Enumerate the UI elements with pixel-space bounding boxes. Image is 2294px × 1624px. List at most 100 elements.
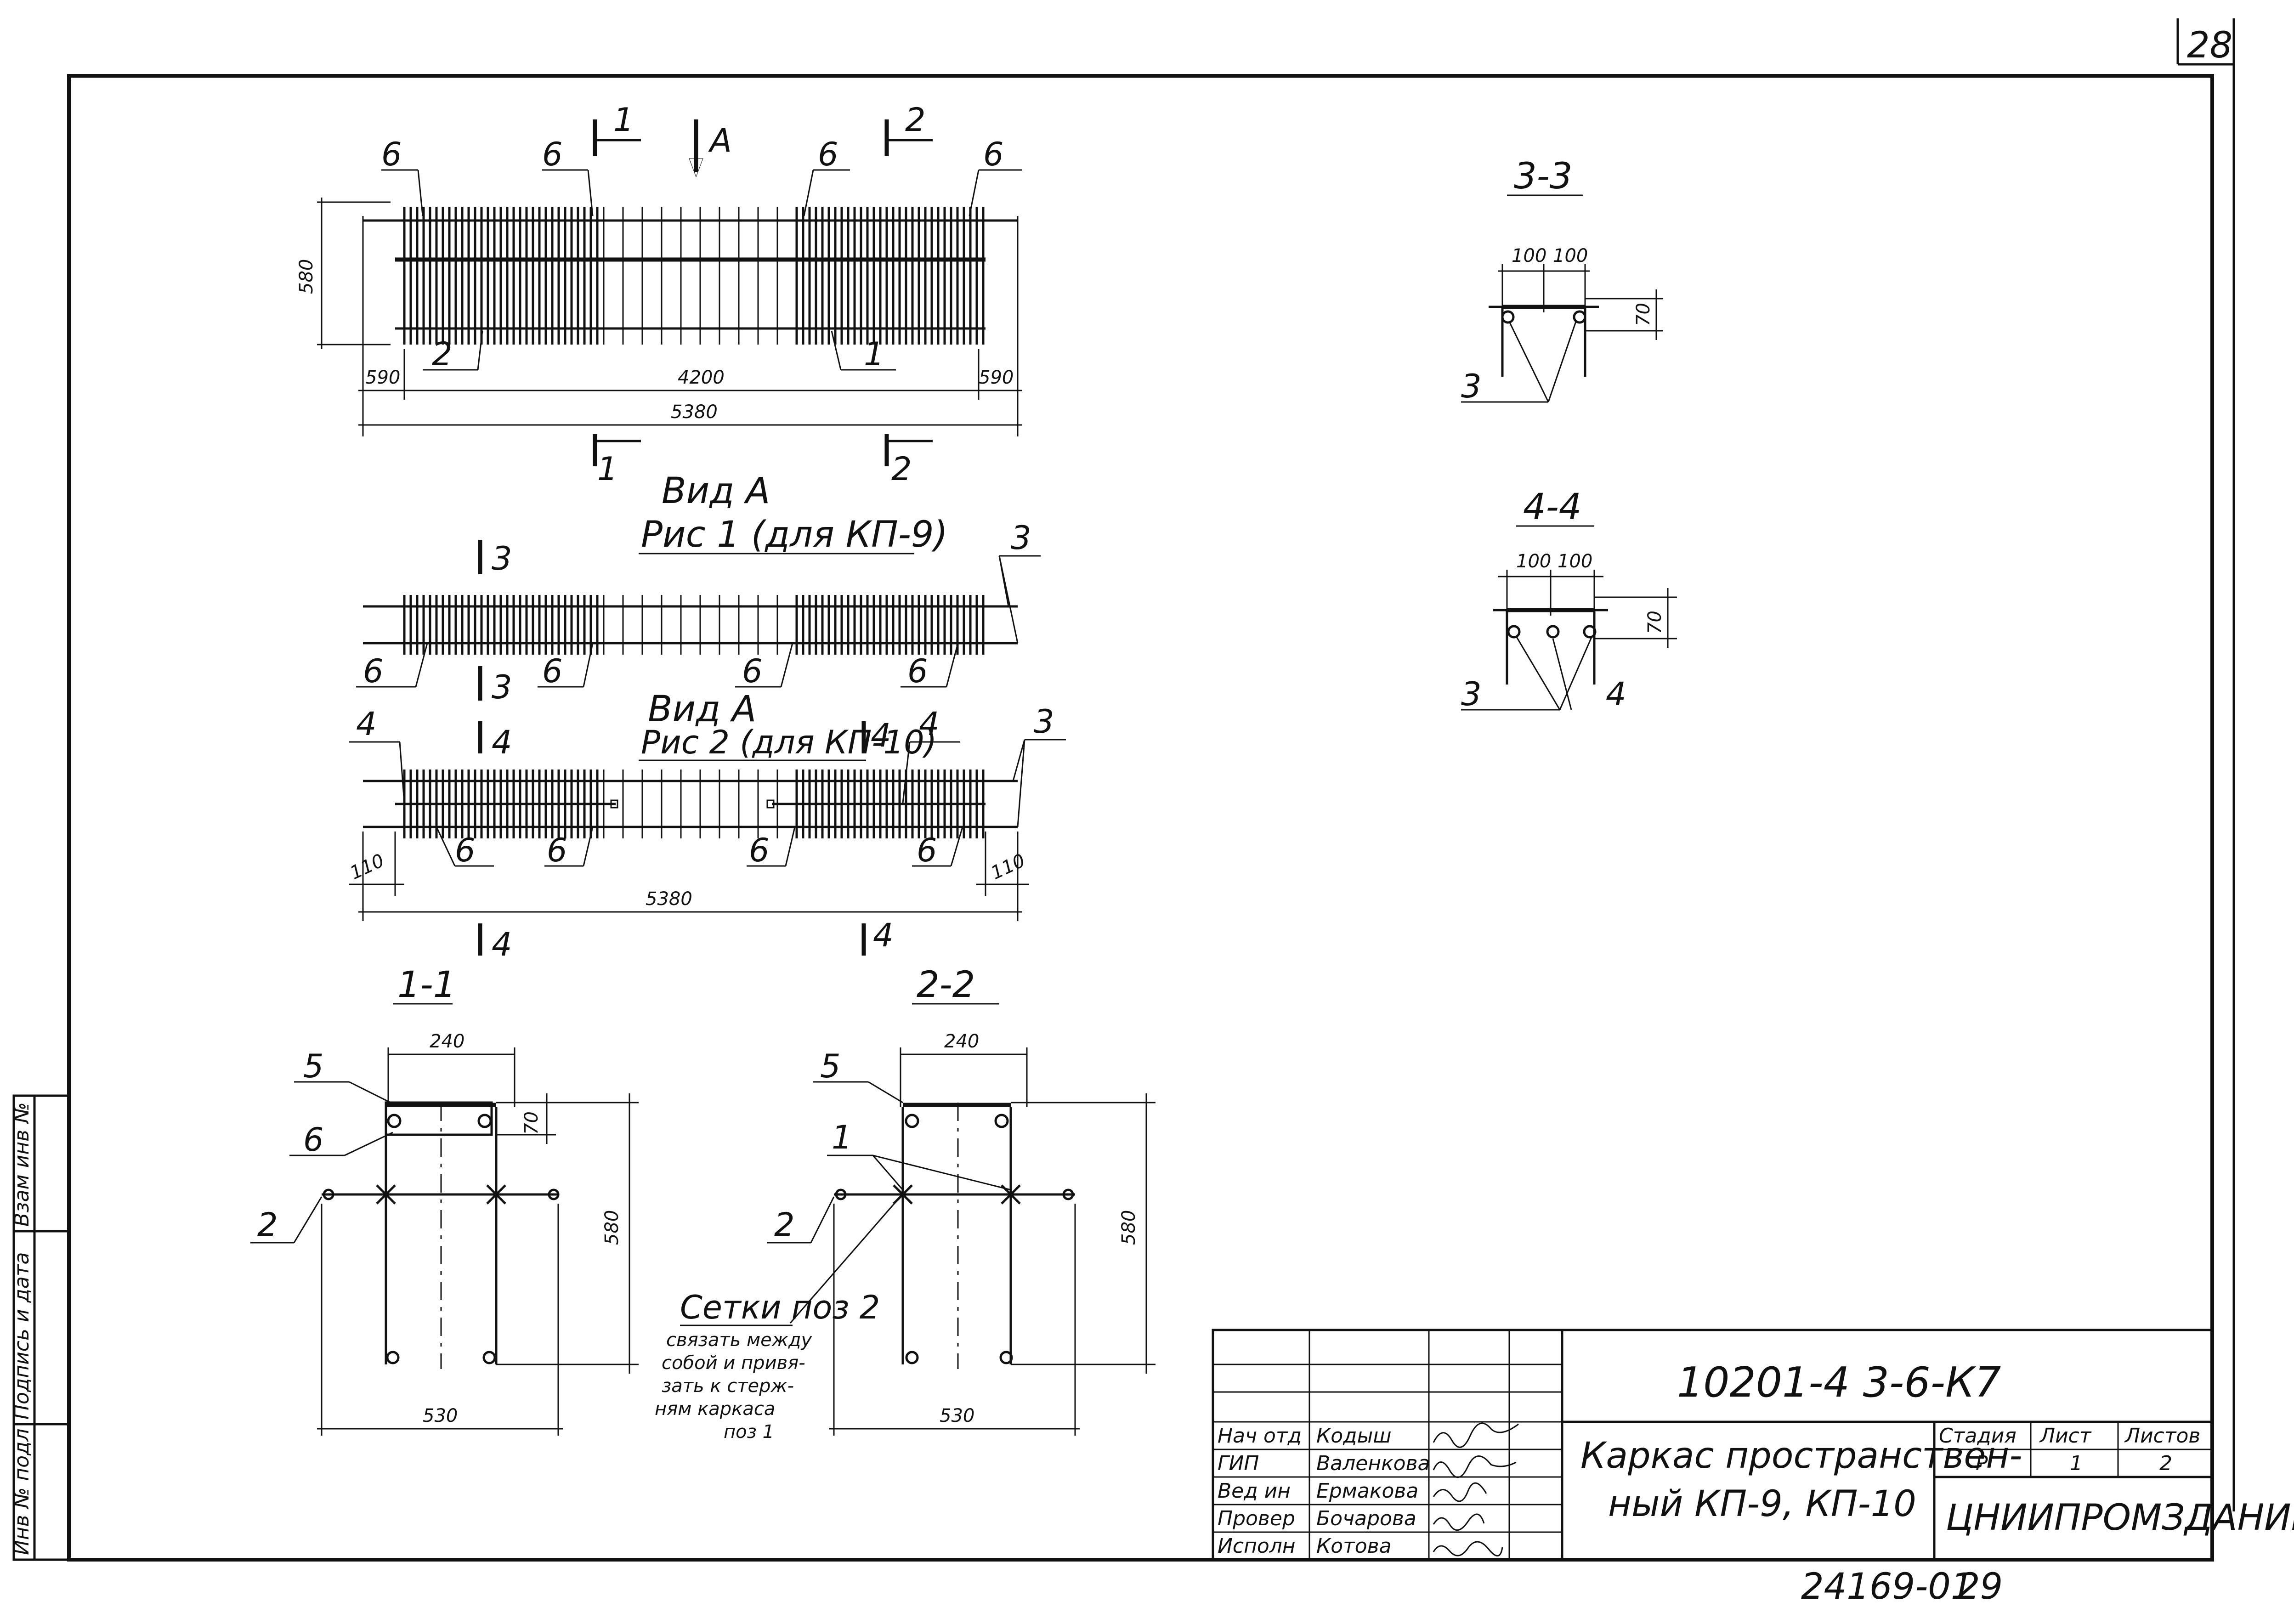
plan-dim-height: 580 bbox=[296, 259, 317, 294]
tb-code: 10201-4 3-6-К7 bbox=[1677, 1358, 2001, 1407]
sec44-dim-h: 70 bbox=[1644, 611, 1665, 634]
corner-page-number: 28 bbox=[2187, 25, 2232, 66]
tb-sheet-label: Лист bbox=[2039, 1424, 2092, 1448]
tb-title-line-1: Каркас пространствен- bbox=[1580, 1435, 2022, 1477]
view2-cut-4-bottom-left: 4 bbox=[492, 926, 512, 963]
plan-dim-mid: 4200 bbox=[678, 367, 725, 388]
sec11-dim-top: 240 bbox=[430, 1031, 464, 1052]
sec33-title: 3-3 bbox=[1514, 156, 1572, 197]
view1-pos-3: 3 bbox=[1011, 519, 1031, 557]
view-arrow-a-label: A bbox=[708, 122, 732, 159]
side-strip: Инв № подл Подпись и дата Взам инв № bbox=[10, 1094, 70, 1561]
sec22-title: 2-2 bbox=[917, 964, 975, 1006]
signature-5 bbox=[1433, 1541, 1503, 1556]
tb-stage-label: Стадия bbox=[1939, 1424, 2016, 1448]
signature-1 bbox=[1433, 1422, 1519, 1448]
section-4-4: 4-4 100 100 70 3 4 bbox=[1461, 487, 1677, 713]
sec33-pos-3: 3 bbox=[1461, 368, 1482, 405]
sec22-dim-top: 240 bbox=[944, 1031, 979, 1052]
view2-dim-right: 110 bbox=[988, 850, 1029, 884]
tb-sheets-label: Листов bbox=[2124, 1424, 2200, 1448]
note-line-1: Сетки поз 2 bbox=[680, 1289, 880, 1326]
sec33-dim-h: 70 bbox=[1633, 303, 1654, 326]
view1-cut-3-bottom: 3 bbox=[492, 668, 512, 706]
sec44-dim-a: 100 bbox=[1516, 551, 1551, 572]
sec44-pos-4: 4 bbox=[1606, 675, 1626, 713]
plan-pos-6d: 6 bbox=[983, 136, 1004, 173]
view2-title: Вид А bbox=[648, 689, 756, 730]
view1-pos-6b: 6 bbox=[542, 652, 563, 690]
sec22-pos-5: 5 bbox=[820, 1047, 841, 1085]
tb-stage-value: Р bbox=[1976, 1452, 1988, 1475]
note-block: Сетки поз 2 связать между собой и привя-… bbox=[655, 1289, 880, 1443]
section-3-3: 3-3 100 100 70 3 bbox=[1461, 156, 1663, 405]
view2-pos-6c: 6 bbox=[749, 832, 770, 869]
sec33-dim-a: 100 bbox=[1512, 245, 1546, 266]
drawing-frame bbox=[67, 74, 2214, 1562]
signature-4 bbox=[1433, 1513, 1485, 1531]
tb-role-3: Вед ин bbox=[1218, 1479, 1291, 1503]
sec44-dim-b: 100 bbox=[1558, 551, 1592, 572]
plan-view: 1 2 1 2 A 6 6 6 6 2 1 580 5 bbox=[296, 101, 1022, 488]
view1-title: Вид А bbox=[662, 470, 770, 512]
sec11-pos-6: 6 bbox=[303, 1121, 324, 1159]
title-block: Нач отд ГИП Вед ин Провер Исполн Кодыш В… bbox=[1212, 1329, 2294, 1561]
note-line-4: зать к стерж- bbox=[662, 1375, 794, 1397]
note-line-5: ням каркаса bbox=[655, 1398, 775, 1420]
bottom-stamp: 24169-01 bbox=[1801, 1566, 1974, 1607]
plan-pos-6a: 6 bbox=[381, 136, 402, 173]
sec11-dim-bottom: 530 bbox=[423, 1405, 458, 1426]
plan-pos-1: 1 bbox=[864, 335, 884, 373]
note-line-3: собой и привя- bbox=[662, 1352, 805, 1374]
view2-pos-3: 3 bbox=[1034, 703, 1054, 741]
sec11-pos-2: 2 bbox=[257, 1206, 278, 1244]
view2-pos-6b: 6 bbox=[547, 832, 567, 869]
signature-3 bbox=[1433, 1482, 1487, 1502]
tb-role-4: Провер bbox=[1218, 1507, 1295, 1530]
tb-organization: ЦНИИПРОМЗДАНИЙ bbox=[1946, 1496, 2294, 1539]
sec44-pos-3: 3 bbox=[1461, 675, 1482, 713]
side-strip-sign: Подпись и дата bbox=[10, 1252, 34, 1420]
sec22-pos-2: 2 bbox=[774, 1206, 795, 1244]
tb-sheet-value: 1 bbox=[2070, 1452, 2083, 1475]
plan-section-1-bottom: 1 bbox=[597, 450, 618, 488]
plan-dim-left: 590 bbox=[365, 367, 400, 388]
view2-dim-total: 5380 bbox=[646, 888, 692, 910]
sec11-title: 1-1 bbox=[397, 964, 456, 1006]
sec11-pos-5: 5 bbox=[303, 1047, 324, 1085]
plan-pos-6c: 6 bbox=[818, 136, 838, 173]
view2-cut-4-top-right: 4 bbox=[871, 717, 891, 754]
plan-pos-6b: 6 bbox=[542, 136, 563, 173]
tb-sheets-value: 2 bbox=[2159, 1452, 2172, 1475]
section-1-1: 1-1 240 580 70 530 5 6 2 bbox=[250, 964, 639, 1436]
signature-2 bbox=[1433, 1455, 1517, 1478]
plan-section-1-top: 1 bbox=[613, 101, 634, 139]
view1-cross-bars bbox=[403, 595, 985, 655]
plan-cross-bars bbox=[403, 207, 985, 345]
tb-role-1: Нач отд bbox=[1218, 1424, 1302, 1448]
note-line-6: поз 1 bbox=[724, 1421, 774, 1443]
view2-cut-4-top-left: 4 bbox=[492, 724, 512, 761]
view2-pos-6a: 6 bbox=[455, 832, 476, 869]
tb-name-3: Ермакова bbox=[1316, 1479, 1418, 1503]
sec11-dim-height: 580 bbox=[601, 1210, 623, 1245]
view-a-fig2: Вид А Рис 2 (для КП-10) 4 4 4 4 4 4 3 6 … bbox=[347, 689, 1066, 963]
note-line-2: связать между bbox=[666, 1330, 812, 1351]
view2-cross-bars bbox=[403, 770, 985, 838]
plan-dim-right: 590 bbox=[979, 367, 1014, 388]
section-2-2: 2-2 240 580 530 5 1 2 bbox=[767, 964, 1155, 1436]
plan-section-2-bottom: 2 bbox=[891, 450, 912, 488]
plan-pos-2: 2 bbox=[432, 335, 453, 373]
sec22-dim-bottom: 530 bbox=[940, 1405, 974, 1426]
tb-role-2: ГИП bbox=[1218, 1452, 1259, 1475]
view1-subtitle: Рис 1 (для КП-9) bbox=[641, 514, 948, 555]
view1-pos-6c: 6 bbox=[742, 652, 763, 690]
sec22-pos-1: 1 bbox=[832, 1119, 852, 1156]
side-strip-replace: Взам инв № bbox=[10, 1102, 34, 1227]
tb-name-5: Котова bbox=[1316, 1534, 1392, 1558]
sec44-title: 4-4 bbox=[1523, 487, 1581, 528]
tb-title-line-2: ный КП-9, КП-10 bbox=[1608, 1483, 1916, 1525]
view2-pos-4a: 4 bbox=[356, 705, 377, 743]
bottom-page: 29 bbox=[1957, 1566, 2003, 1607]
view2-pos-4b: 4 bbox=[919, 705, 940, 743]
